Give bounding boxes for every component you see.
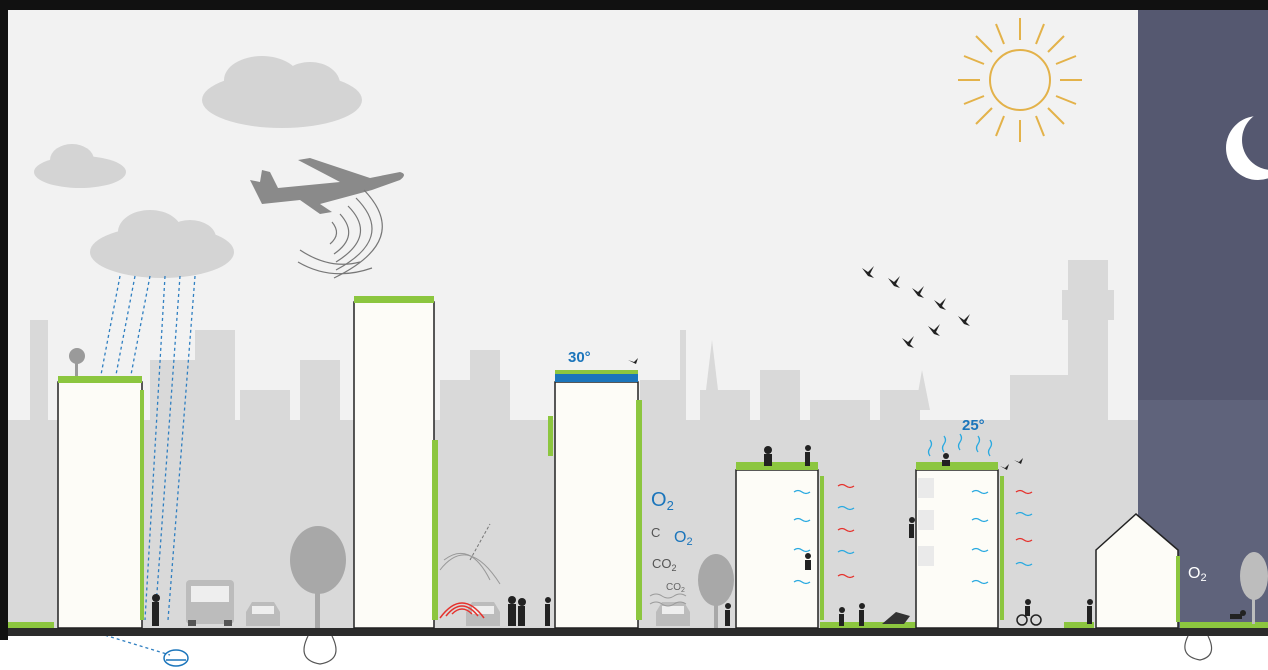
lounger-icon xyxy=(882,612,910,624)
cloud-group xyxy=(34,56,362,278)
o2-label: O2 xyxy=(1188,565,1207,584)
co2-label: CO2 xyxy=(652,556,677,573)
roof-temperature-label: 25° xyxy=(962,417,985,434)
bird-flock-icon xyxy=(862,266,970,348)
airplane-icon xyxy=(250,158,404,214)
roof-temperature-label: 30° xyxy=(568,349,591,366)
pedestrian-group-icon xyxy=(152,445,1093,626)
rain-cloud-icon xyxy=(90,210,234,278)
underground-roots xyxy=(303,635,1213,665)
dog-icon xyxy=(1230,610,1246,619)
grass-strip xyxy=(1064,622,1094,628)
building-tower-1 xyxy=(57,348,144,629)
carbon-label: C xyxy=(651,525,660,540)
car-icon xyxy=(656,602,690,626)
building-tower-2 xyxy=(353,296,438,629)
co2-label: CO2 xyxy=(666,582,685,594)
o2-label: O2 xyxy=(651,489,674,513)
car-icon xyxy=(246,602,280,626)
grass-strip xyxy=(8,622,54,628)
building-block-5 xyxy=(915,462,1004,629)
bus-icon xyxy=(186,580,234,626)
tree-icon xyxy=(69,348,85,376)
o2-label: O2 xyxy=(674,529,693,548)
water-tank-icon xyxy=(163,649,189,667)
airflow-arrows xyxy=(793,433,1033,585)
moon-icon xyxy=(1226,110,1268,180)
street-tree-icon xyxy=(698,554,734,628)
o2-label-group: O2 O2 O2 C CO2 CO2 xyxy=(651,489,1207,594)
sun-icon xyxy=(958,18,1082,142)
building-block-4 xyxy=(735,462,824,629)
ground-line xyxy=(8,628,1268,636)
building-tower-3 xyxy=(548,370,642,629)
cloud-small-icon xyxy=(34,144,126,188)
cloud-large-icon xyxy=(202,56,362,128)
co2-smoke-lines xyxy=(649,593,687,607)
grass-strip xyxy=(1180,622,1268,628)
grass-strip xyxy=(820,622,916,628)
left-border xyxy=(0,0,8,640)
house xyxy=(1095,513,1180,629)
top-border xyxy=(0,0,1268,10)
cyclist-icon xyxy=(1016,599,1042,626)
noise-waves-icon xyxy=(439,523,501,619)
small-bird-icon xyxy=(628,358,1023,470)
street-tree-icon xyxy=(290,526,346,628)
sound-waves-icon xyxy=(297,189,383,279)
street-tree-icon xyxy=(1240,552,1268,624)
